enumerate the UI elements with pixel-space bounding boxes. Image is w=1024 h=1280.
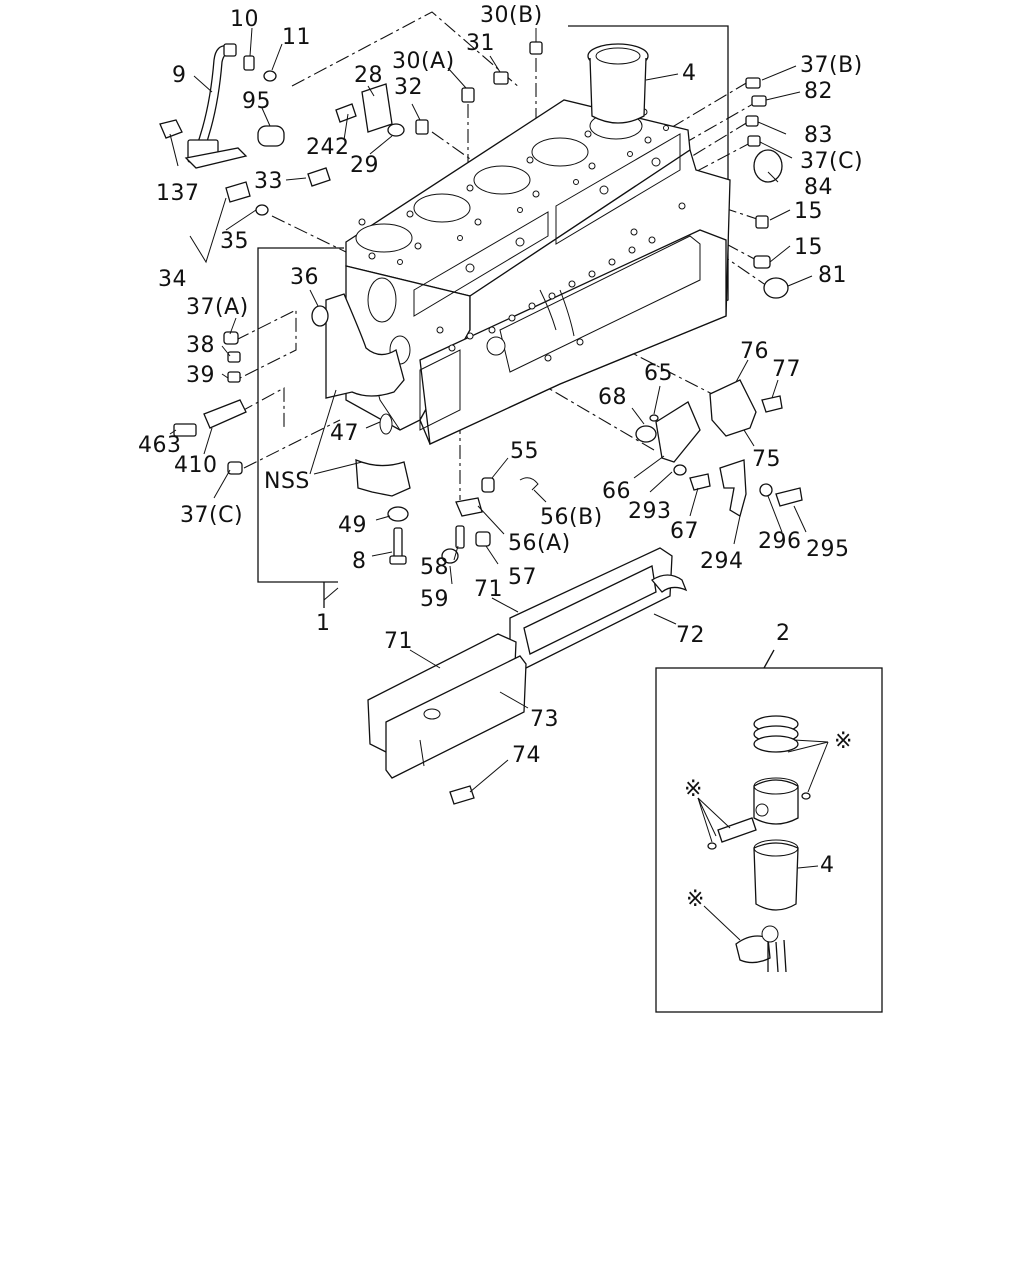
callout-65: 65 — [644, 361, 673, 386]
callout-nss: NSS — [264, 469, 310, 494]
callout-49: 49 — [338, 513, 367, 538]
callout-labels: 10 11 9 95 28 30(A) 31 30(B) 4 37(B) 82 … — [138, 3, 863, 912]
callout-95: 95 — [242, 89, 271, 114]
callout-463: 463 — [138, 433, 182, 458]
callout-56a: 56(A) — [508, 531, 571, 556]
callout-30b: 30(B) — [480, 3, 543, 28]
callout-57: 57 — [508, 565, 537, 590]
callout-66: 66 — [602, 479, 631, 504]
callout-36: 36 — [290, 265, 319, 290]
callout-37b: 37(B) — [800, 53, 863, 78]
oil-jet-parts — [387, 477, 539, 565]
cylinder-liner-top — [587, 43, 649, 124]
callout-73: 73 — [530, 707, 559, 732]
callout-47: 47 — [330, 421, 359, 446]
callout-59: 59 — [420, 587, 449, 612]
callout-10: 10 — [230, 7, 259, 32]
callout-37a: 37(A) — [186, 295, 249, 320]
callout-56b: 56(B) — [540, 505, 603, 530]
pipe-and-fittings — [159, 41, 543, 327]
right-covers — [635, 379, 803, 517]
callout-410: 410 — [174, 453, 218, 478]
callout-75: 75 — [752, 447, 781, 472]
callout-4-top: 4 — [682, 61, 697, 86]
main-bearing-cap — [325, 293, 411, 497]
callout-15-b: 15 — [794, 235, 823, 260]
callout-8: 8 — [352, 549, 367, 574]
callout-37c-right: 37(C) — [800, 149, 863, 174]
callout-68: 68 — [598, 385, 627, 410]
callout-55: 55 — [510, 439, 539, 464]
callout-31: 31 — [466, 31, 495, 56]
piston-assembly-box — [655, 649, 883, 1013]
callout-1: 1 — [316, 611, 331, 636]
callout-295: 295 — [806, 537, 850, 562]
callout-29: 29 — [350, 153, 379, 178]
callout-76: 76 — [740, 339, 769, 364]
right-plugs — [745, 77, 789, 299]
callout-77: 77 — [772, 357, 801, 382]
callout-74: 74 — [512, 743, 541, 768]
callout-83: 83 — [804, 123, 833, 148]
callout-71-upper: 71 — [474, 577, 503, 602]
callout-242: 242 — [306, 135, 350, 160]
callout-39: 39 — [186, 363, 215, 388]
cylinder-block — [345, 99, 731, 445]
callout-4-piston: 4 — [820, 853, 835, 878]
callout-293: 293 — [628, 499, 672, 524]
callout-15-a: 15 — [794, 199, 823, 224]
callout-38: 38 — [186, 333, 215, 358]
callout-296: 296 — [758, 529, 802, 554]
callout-37c-left: 37(C) — [180, 503, 243, 528]
callout-35: 35 — [220, 229, 249, 254]
callout-294: 294 — [700, 549, 744, 574]
callout-32: 32 — [394, 75, 423, 100]
callout-asterisk-bushing: ※ — [686, 887, 705, 912]
callout-asterisk-rings: ※ — [834, 729, 853, 754]
callout-71-lower: 71 — [384, 629, 413, 654]
callout-9: 9 — [172, 63, 187, 88]
callout-28: 28 — [354, 63, 383, 88]
callout-leaders — [169, 27, 829, 941]
callout-11: 11 — [282, 25, 311, 50]
callout-72: 72 — [676, 623, 705, 648]
callout-67: 67 — [670, 519, 699, 544]
callout-2: 2 — [776, 621, 791, 646]
callout-asterisk-pin: ※ — [684, 777, 703, 802]
left-plugs — [173, 331, 247, 475]
callout-137: 137 — [156, 181, 200, 206]
callout-30a: 30(A) — [392, 49, 455, 74]
callout-84: 84 — [804, 175, 833, 200]
callout-82: 82 — [804, 79, 833, 104]
callout-34: 34 — [158, 267, 187, 292]
callout-58: 58 — [420, 555, 449, 580]
callout-81: 81 — [818, 263, 847, 288]
callout-33: 33 — [254, 169, 283, 194]
